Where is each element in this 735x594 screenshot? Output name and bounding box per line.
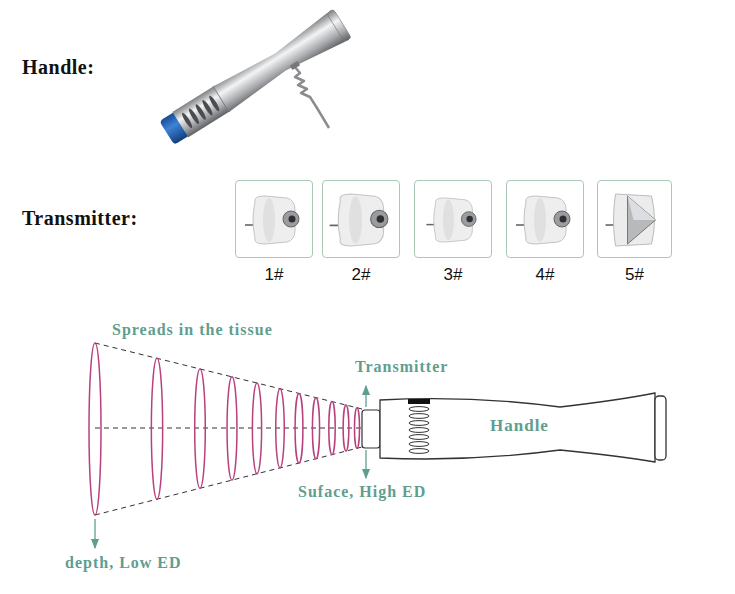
wave-front [295, 393, 303, 463]
part-name: Transmitter [355, 358, 448, 376]
wave-front [343, 405, 349, 451]
label-anchor: Spreads in the tissue [112, 321, 273, 339]
label-anchor: Transmitter: [22, 207, 138, 230]
leader-arrow [365, 450, 366, 478]
section-title: Handle: [22, 56, 94, 79]
transmitter-picture [415, 181, 493, 259]
part-name: Handle [490, 416, 549, 436]
wave-front [195, 369, 206, 488]
label-anchor: Transmitter [355, 358, 448, 376]
transmitter-picture [598, 181, 673, 259]
transmitter-picture [507, 181, 585, 259]
callout-number: 5# [598, 265, 671, 285]
label-anchor: Handle: [22, 56, 94, 79]
handle-outline: Handle [378, 388, 670, 468]
wave-front [227, 377, 237, 480]
wave-front [151, 358, 162, 499]
wave-front [252, 383, 261, 474]
wave-front [312, 398, 319, 459]
note: depth, Low ED [65, 554, 182, 572]
leader-arrow [365, 386, 366, 407]
label-anchor: Suface, High ED [298, 483, 426, 501]
note: Suface, High ED [298, 483, 426, 501]
transmitter-picture [236, 181, 314, 259]
transmitter-box: 3# [414, 180, 492, 258]
callout-number: 2# [323, 265, 399, 285]
callout-number: 3# [415, 265, 491, 285]
handle-photo [158, 9, 352, 148]
transmitter-box: 4# [506, 180, 584, 258]
note: Spreads in the tissue [112, 321, 273, 339]
leader-arrow [94, 519, 95, 548]
section-title: Transmitter: [22, 207, 138, 230]
callout-number: 4# [507, 265, 583, 285]
transmitter-box: 5# [597, 180, 672, 258]
wave-front [276, 389, 285, 468]
label-anchor: depth, Low ED [65, 554, 182, 572]
wave-front [329, 402, 335, 455]
callout-number: 1# [236, 265, 312, 285]
transmitter-box: 2# [322, 180, 400, 258]
wave-front [355, 408, 360, 449]
transmitter-picture [323, 181, 401, 259]
transmitter-tip [362, 410, 380, 448]
transmitter-box: 1# [235, 180, 313, 258]
wave-front [89, 343, 101, 515]
